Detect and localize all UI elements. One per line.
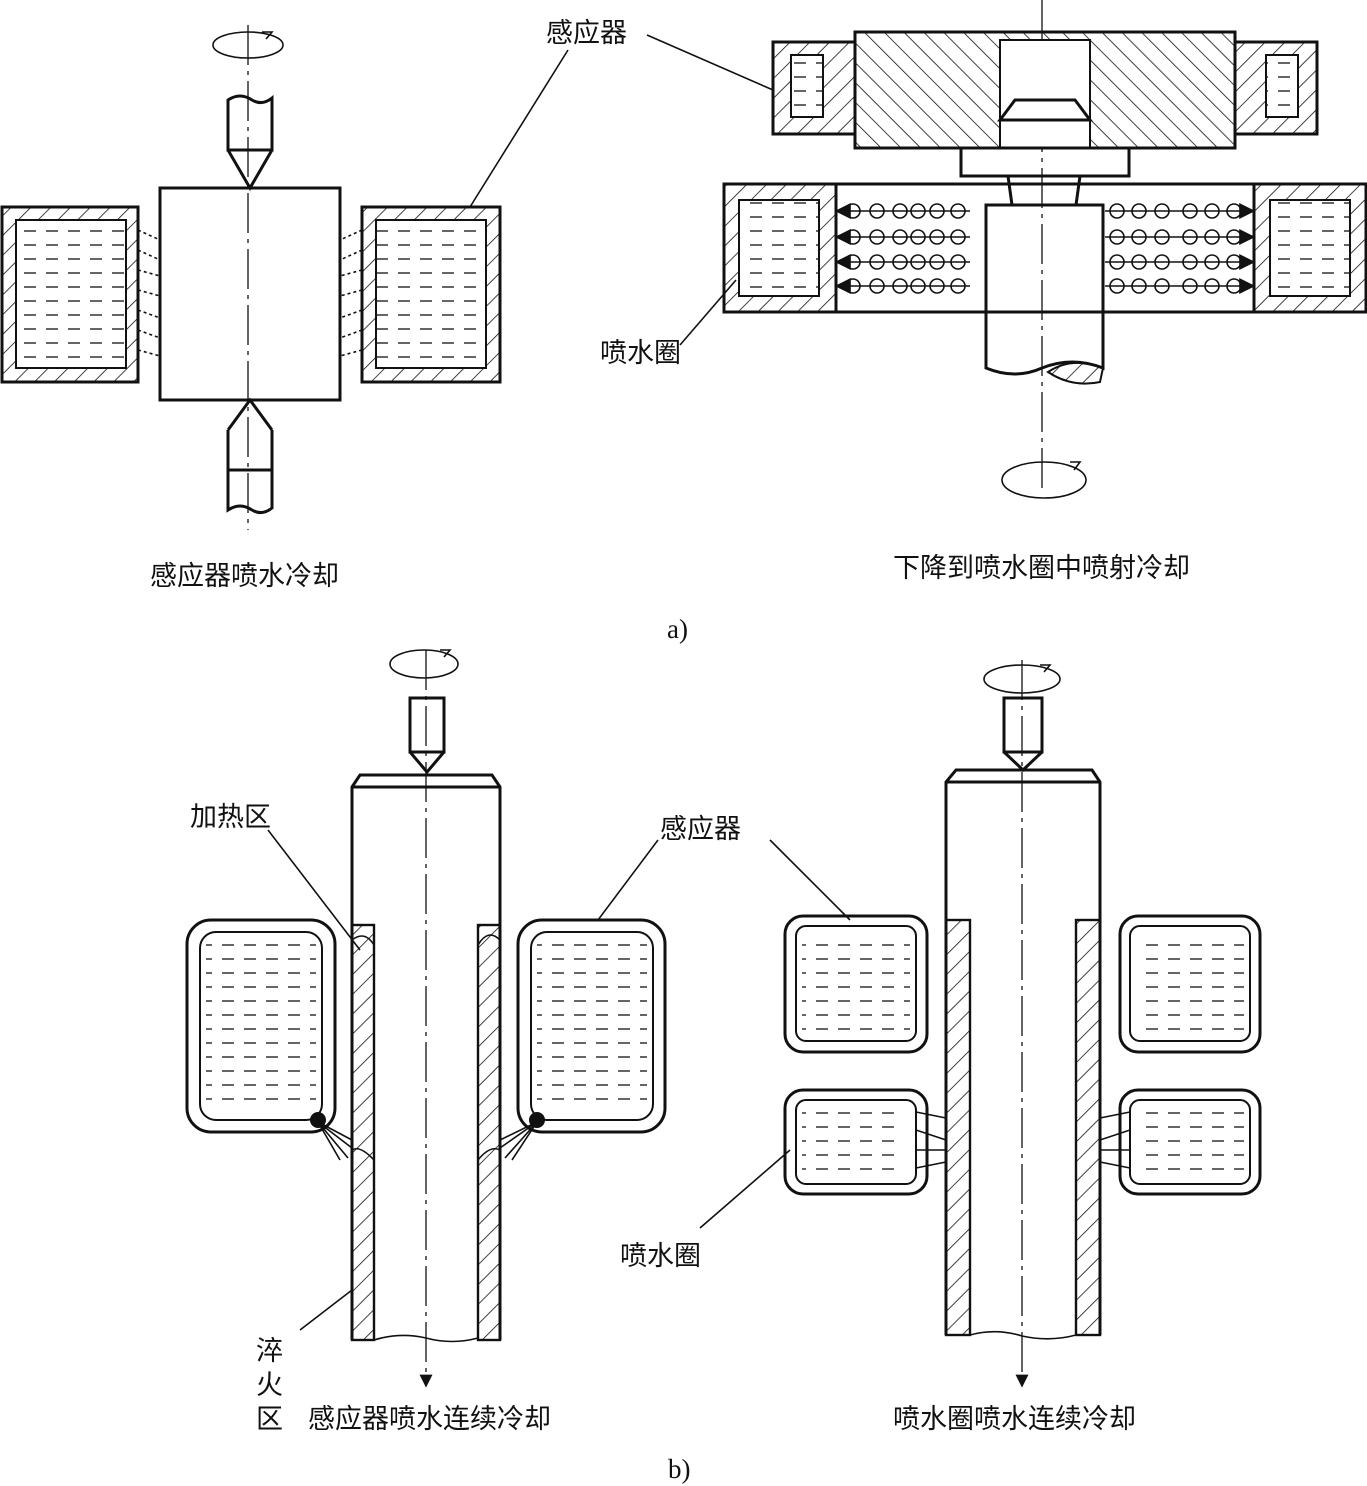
caption-inductor-spray-cooling: 感应器喷水冷却 bbox=[150, 561, 339, 592]
caption-inductor-continuous-cooling: 感应器喷水连续冷却 bbox=[308, 1404, 551, 1435]
panel-b-left-continuous-inductor: 加热区 感应器 淬 火 区 感应器喷水连续冷却 bbox=[185, 649, 741, 1435]
left-spray-jets bbox=[137, 229, 161, 357]
panel-a-label: a) bbox=[667, 614, 688, 644]
right-spray-jets bbox=[339, 229, 363, 357]
right-tube-wall bbox=[1074, 918, 1102, 1337]
spray-jets bbox=[317, 1121, 538, 1161]
upper-center-pin bbox=[408, 696, 446, 754]
right-tube-wall bbox=[476, 923, 502, 1342]
label-quench-zone-3: 区 bbox=[256, 1404, 283, 1435]
left-tube-wall bbox=[350, 923, 376, 1342]
rotation-arrow-icon bbox=[389, 649, 459, 679]
label-heating-zone: 加热区 bbox=[190, 802, 271, 833]
panel-b-label: b) bbox=[668, 1454, 691, 1484]
label-spray-ring-a: 喷水圈 bbox=[600, 338, 681, 369]
caption-drop-into-spray-ring: 下降到喷水圈中喷射冷却 bbox=[893, 553, 1190, 584]
lower-center-pin bbox=[226, 468, 274, 515]
rotation-arrow-icon bbox=[1001, 461, 1087, 499]
workpiece-shaft bbox=[984, 203, 1105, 376]
spray-jets bbox=[915, 1111, 1131, 1169]
label-spray-ring-b: 喷水圈 bbox=[620, 1241, 701, 1272]
left-tube-wall bbox=[944, 918, 972, 1337]
right-spray-dots bbox=[1105, 203, 1256, 294]
label-quench-zone-1: 淬 bbox=[256, 1336, 283, 1367]
panel-b-right-continuous-spray-ring: 喷水圈 喷水圈喷水连续冷却 bbox=[620, 660, 1262, 1435]
upper-center-pin bbox=[226, 94, 274, 152]
upper-center-pin bbox=[1002, 696, 1044, 754]
left-spray-dots bbox=[834, 203, 970, 294]
caption-spray-ring-continuous-cooling: 喷水圈喷水连续冷却 bbox=[893, 1404, 1136, 1435]
panel-a-left-inductor-spray: 感应器喷水冷却 bbox=[0, 25, 569, 592]
workpiece-block bbox=[158, 186, 342, 402]
label-quench-zone-2: 火 bbox=[256, 1370, 283, 1401]
label-inductor-a: 感应器 bbox=[546, 18, 627, 49]
panel-a-right-spray-ring: 感应器 喷水圈 下降到喷水圈中喷射冷却 bbox=[546, 0, 1367, 584]
label-inductor-b: 感应器 bbox=[660, 814, 741, 845]
